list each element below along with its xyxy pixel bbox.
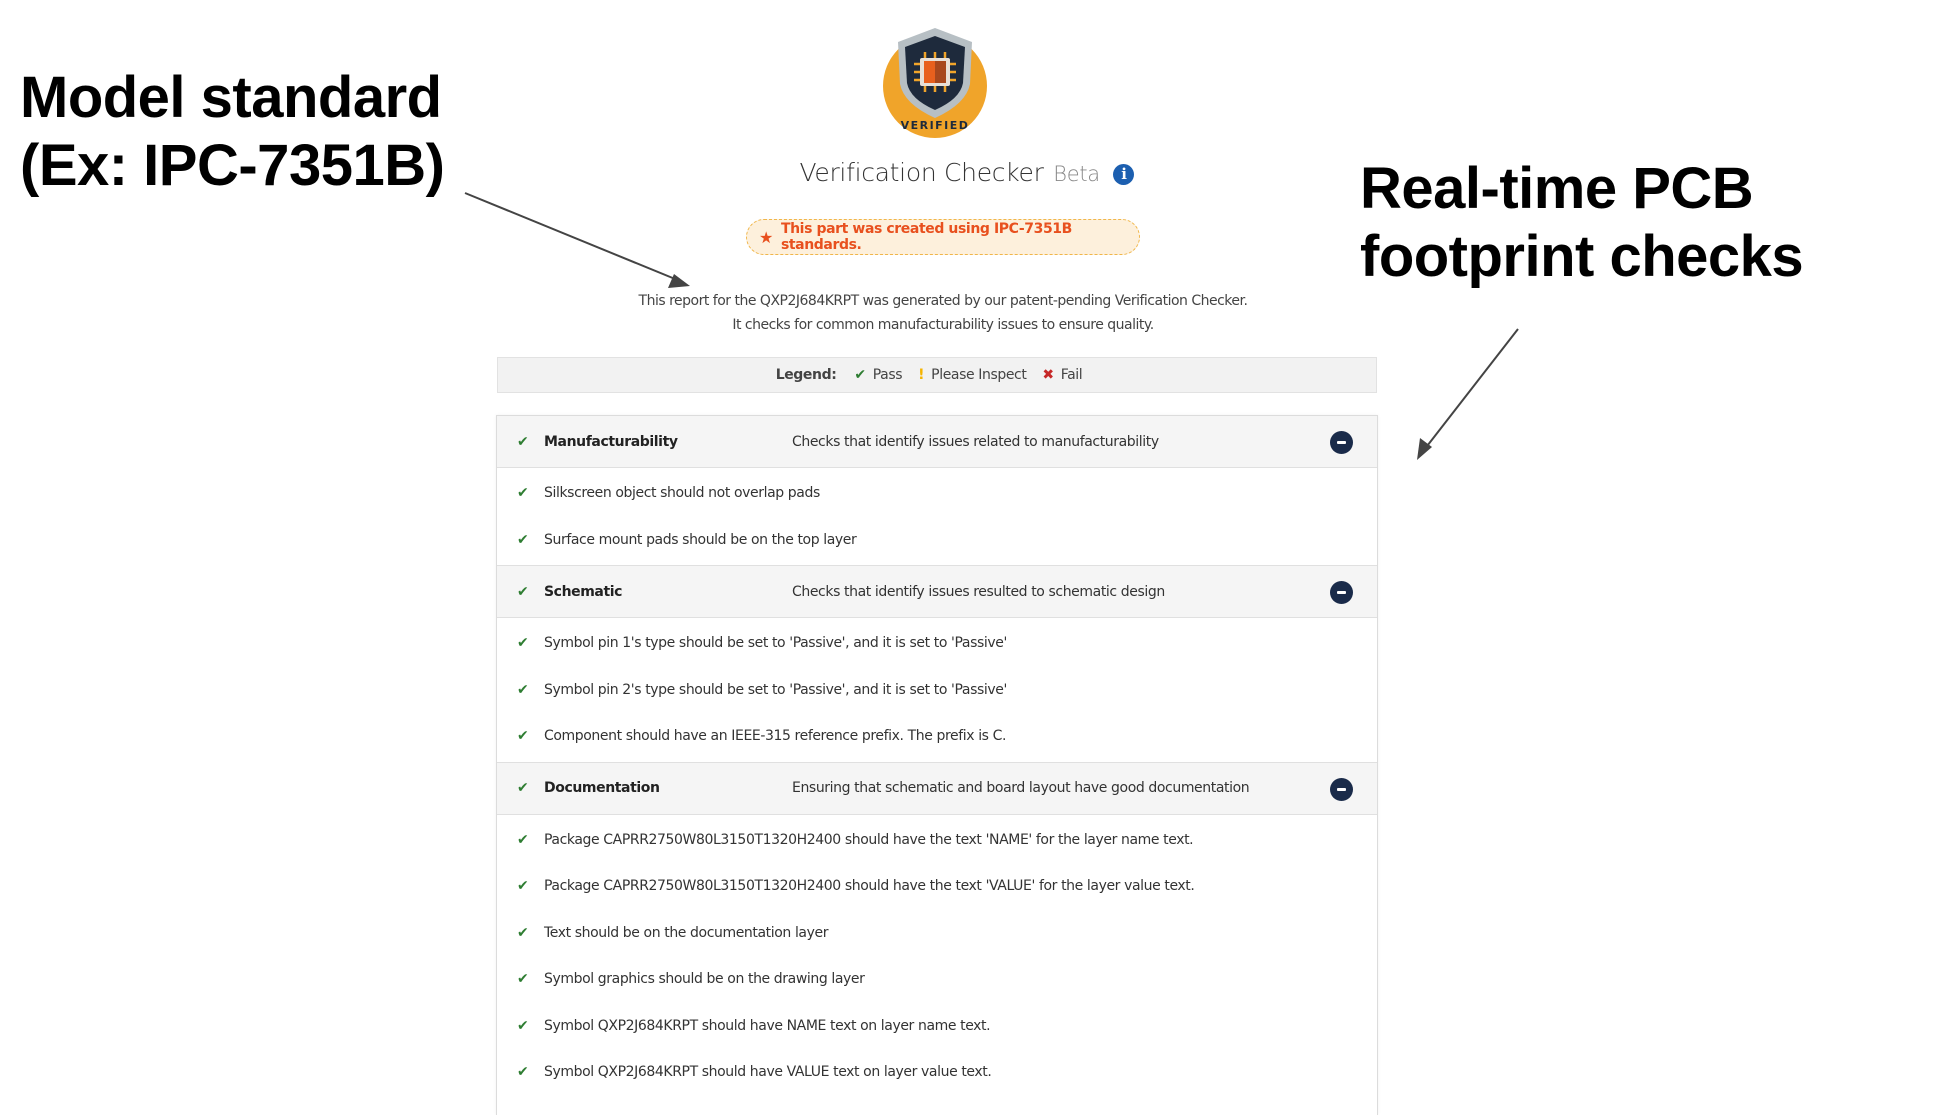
check-text: Component should have an IEEE-315 refere…	[544, 728, 1007, 745]
check-row: ✔ Package CAPRR2750W80L3150T1320H2400 sho…	[497, 863, 1377, 910]
standards-badge: ★ This part was created using IPC-7351B …	[746, 219, 1140, 255]
info-icon[interactable]: i	[1113, 164, 1135, 185]
check-icon: ✔	[517, 780, 529, 796]
check-row: ✔ Text should be on the documentation lay…	[497, 910, 1377, 957]
annotation-realtime-checks: Real-time PCB footprint checks	[1360, 155, 1804, 291]
check-icon: ✔	[517, 485, 529, 502]
section-header-documentation[interactable]: ✔ Documentation Ensuring that schematic …	[497, 761, 1377, 815]
annotation-model-standard: Model standard (Ex: IPC-7351B)	[20, 64, 445, 200]
section-description: Checks that identify issues resulted to …	[792, 583, 1165, 600]
star-icon: ★	[759, 227, 773, 247]
check-text: Symbol QXP2J684KRPT should have NAME tex…	[544, 1017, 991, 1034]
section-description: Checks that identify issues related to m…	[792, 433, 1159, 450]
svg-text:VERIFIED: VERIFIED	[901, 119, 970, 132]
legend-label: Legend:	[775, 367, 837, 383]
collapse-button[interactable]	[1330, 431, 1353, 454]
title-text: Verification Checker	[799, 158, 1044, 187]
check-icon: ✔	[517, 831, 529, 848]
check-icon: ✔	[517, 635, 529, 652]
check-icon: ✔	[517, 1017, 529, 1034]
section-name: Manufacturability	[544, 433, 678, 450]
check-icon: ✔	[517, 1064, 529, 1081]
section-name: Schematic	[544, 583, 623, 600]
check-row: ✔ Symbol pin 1's type should be set to 'P…	[497, 620, 1377, 667]
section-header-schematic[interactable]: ✔ Schematic Checks that identify issues …	[497, 565, 1377, 618]
legend-item-inspect: ! Please Inspect	[918, 367, 1027, 383]
minus-icon	[1337, 591, 1346, 594]
exclamation-icon: !	[918, 367, 925, 383]
cross-icon: ✖	[1042, 367, 1054, 383]
check-icon: ✔	[517, 924, 529, 941]
collapse-button[interactable]	[1330, 777, 1353, 801]
arrow-icon	[1417, 328, 1519, 460]
legend-item-label: Fail	[1060, 367, 1083, 383]
report-description-line: This report for the QXP2J684KRPT was gen…	[638, 293, 1248, 309]
check-icon: ✔	[517, 681, 529, 698]
annotation-line: (Ex: IPC-7351B)	[20, 133, 445, 198]
section-items: ✔ Package CAPRR2750W80L3150T1320H2400 sho…	[497, 815, 1377, 1098]
check-icon: ✔	[854, 367, 866, 383]
check-row: ✔ Silkscreen object should not overlap pa…	[497, 470, 1377, 517]
check-row: ✔ Package CAPRR2750W80L3150T1320H2400 sho…	[497, 817, 1377, 864]
check-row: ✔ Surface mount pads should be on the top…	[497, 517, 1377, 564]
legend-item-fail: ✖ Fail	[1042, 367, 1082, 383]
legend-item-pass: ✔ Pass	[854, 367, 902, 383]
check-row: ✔ Symbol QXP2J684KRPT should have NAME te…	[497, 1003, 1377, 1050]
check-text: Package CAPRR2750W80L3150T1320H2400 shou…	[544, 831, 1194, 848]
report-description-line: It checks for common manufacturability i…	[732, 317, 1154, 333]
page-title: Verification Checker Beta i	[0, 158, 1934, 187]
annotation-line: Model standard	[20, 65, 442, 130]
annotation-line: Real-time PCB	[1360, 156, 1754, 221]
check-text: Symbol graphics should be on the drawing…	[544, 971, 865, 988]
section-items: ✔ Silkscreen object should not overlap pa…	[497, 468, 1377, 565]
checks-panel: ✔ Manufacturability Checks that identify…	[496, 415, 1378, 1115]
check-row: ✔ Symbol graphics should be on the drawin…	[497, 956, 1377, 1003]
check-text: Symbol pin 1's type should be set to 'Pa…	[544, 635, 1007, 652]
check-text: Symbol QXP2J684KRPT should have VALUE te…	[544, 1064, 992, 1081]
minus-icon	[1337, 787, 1346, 791]
legend-item-label: Please Inspect	[931, 367, 1027, 383]
legend-item-label: Pass	[872, 367, 903, 383]
section-items: ✔ Symbol pin 1's type should be set to 'P…	[497, 618, 1377, 762]
check-text: Surface mount pads should be on the top …	[544, 531, 857, 548]
check-icon: ✔	[517, 433, 529, 450]
minus-icon	[1337, 441, 1346, 444]
section-name: Documentation	[544, 780, 660, 796]
collapse-button[interactable]	[1330, 581, 1353, 604]
check-icon: ✔	[517, 728, 529, 745]
check-icon: ✔	[517, 971, 529, 988]
legend-bar: Legend: ✔ Pass ! Please Inspect ✖ Fail	[497, 357, 1377, 393]
check-row: ✔ Component should have an IEEE-315 refer…	[497, 713, 1377, 760]
beta-label: Beta	[1053, 162, 1100, 186]
check-text: Text should be on the documentation laye…	[544, 924, 829, 941]
arrow-icon	[464, 192, 690, 288]
check-icon: ✔	[517, 531, 529, 548]
badge-text: This part was created using IPC-7351B st…	[780, 221, 1072, 253]
check-row: ✔ Symbol pin 2's type should be set to 'P…	[497, 667, 1377, 714]
check-row: ✔ Symbol QXP2J684KRPT should have VALUE t…	[497, 1049, 1377, 1096]
section-description: Ensuring that schematic and board layout…	[792, 780, 1250, 796]
verified-logo-icon: VERIFIED	[883, 28, 987, 138]
annotation-line: footprint checks	[1360, 224, 1804, 289]
check-text: Symbol pin 2's type should be set to 'Pa…	[544, 681, 1007, 698]
check-text: Silkscreen object should not overlap pad…	[544, 485, 820, 502]
check-icon: ✔	[517, 878, 529, 895]
section-header-manufacturability[interactable]: ✔ Manufacturability Checks that identify…	[497, 416, 1377, 468]
check-text: Package CAPRR2750W80L3150T1320H2400 shou…	[544, 878, 1195, 895]
check-icon: ✔	[517, 583, 529, 600]
